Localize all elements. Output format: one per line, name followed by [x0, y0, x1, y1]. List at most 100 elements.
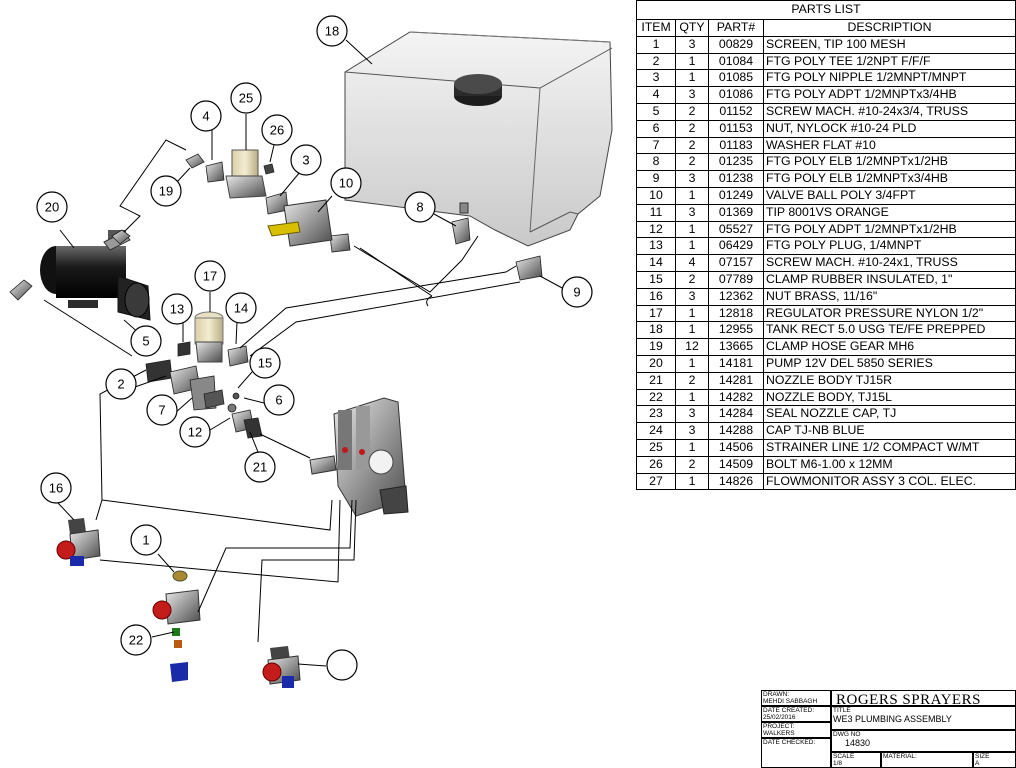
cell-description: FTG POLY ADPT 1/2MNPTx3/4HB [763, 86, 1016, 104]
cell-part-number: 06429 [708, 237, 764, 256]
scale-label: SCALE [833, 753, 855, 760]
cell-part-number: 01249 [708, 186, 764, 205]
parts-list-title: PARTS LIST [636, 0, 1016, 20]
cell-description: CAP TJ-NB BLUE [763, 422, 1016, 440]
callout-7: 6 [263, 384, 295, 416]
cell-part-number: 01183 [708, 136, 764, 155]
cell-item: 7 [636, 136, 676, 155]
dwg-no: 14830 [845, 738, 871, 748]
flowmonitor-manifold [309, 397, 409, 517]
cell-item: 19 [636, 338, 676, 356]
col-header-part: PART# [708, 19, 764, 37]
svg-text:10: 10 [339, 176, 353, 191]
cell-item: 1 [636, 35, 676, 54]
date-created: 25/02/2016 [763, 714, 796, 721]
cell-description: NOZZLE BODY, TJ15L [763, 388, 1016, 407]
cell-item: 20 [636, 354, 676, 373]
cell-item: 27 [636, 472, 676, 491]
cell-description: VALVE BALL POLY 3/4FPT [763, 186, 1016, 205]
cell-item: 2 [636, 52, 676, 71]
project-cell: PROJECT: WALKERS [761, 722, 831, 738]
company-name: ROGERS SPRAYERS INC. [831, 690, 1016, 706]
cell-part-number: 05527 [708, 220, 764, 239]
cell-description: TIP 8001VS ORANGE [763, 203, 1016, 222]
date-created-cell: DATE CREATED: 25/02/2016 [761, 706, 831, 722]
size-label: SIZE [975, 753, 990, 760]
cell-part-number: 01369 [708, 203, 764, 222]
cell-part-number: 14281 [708, 371, 764, 390]
title-block: DRAWN: MEHDI SABBAGH ROGERS SPRAYERS INC… [761, 690, 1016, 768]
callout-4: 4 [190, 100, 222, 132]
project-label: PROJECT: [763, 723, 795, 730]
cell-part-number: 14826 [708, 472, 764, 491]
callout-2: 7 [146, 394, 178, 426]
cell-part-number: 12955 [708, 321, 764, 340]
cell-description: CLAMP HOSE GEAR MH6 [763, 338, 1016, 356]
cell-qty: 1 [675, 186, 709, 205]
cell-description: FLOWMONITOR ASSY 3 COL. ELEC. [763, 472, 1016, 491]
cell-qty: 2 [675, 270, 709, 289]
svg-text:22: 22 [129, 633, 143, 648]
pump [40, 230, 151, 321]
cell-description: FTG POLY ELB 1/2MNPTx1/2HB [763, 153, 1016, 172]
svg-text:26: 26 [270, 123, 284, 138]
svg-text:7: 7 [158, 403, 165, 418]
cell-item: 21 [636, 371, 676, 390]
parts-list-header-row: ITEM QTY PART# DESCRIPTION [636, 19, 1016, 37]
cell-description: NUT BRASS, 11/16" [763, 287, 1016, 306]
cell-qty: 1 [675, 321, 709, 340]
nozzle-body-22 [262, 646, 301, 688]
callout-17: 17 [194, 260, 226, 292]
ball-valve [267, 199, 333, 247]
callout-21: 16 [40, 472, 72, 504]
scale-cell: SCALE 1/8 [831, 752, 881, 768]
callout-15: 2 [105, 368, 137, 400]
cell-part-number: 00829 [708, 35, 764, 54]
cell-part-number: 01235 [708, 153, 764, 172]
dwg-no-label: DWG NO [833, 731, 861, 738]
cell-qty: 1 [675, 69, 709, 88]
svg-text:13: 13 [170, 302, 184, 317]
cell-qty: 1 [675, 237, 709, 256]
cell-part-number: 07789 [708, 270, 764, 289]
callout-19: 19 [150, 175, 182, 207]
cell-description: SCREEN, TIP 100 MESH [763, 35, 1016, 54]
svg-text:4: 4 [202, 109, 209, 124]
cell-description: CLAMP RUBBER INSULATED, 1" [763, 270, 1016, 289]
svg-text:19: 19 [159, 184, 173, 199]
cell-description: FTG POLY NIPPLE 1/2MNPT/MNPT [763, 69, 1016, 88]
cell-item: 25 [636, 438, 676, 457]
cell-part-number: 01152 [708, 102, 764, 121]
cell-qty: 3 [675, 287, 709, 306]
cell-item: 23 [636, 405, 676, 424]
cell-part-number: 14284 [708, 405, 764, 424]
cell-item: 5 [636, 102, 676, 121]
cell-item: 26 [636, 455, 676, 474]
cell-item: 8 [636, 153, 676, 172]
callout-5: 15 [249, 347, 281, 379]
cell-qty: 2 [675, 371, 709, 390]
cell-part-number: 14282 [708, 388, 764, 407]
cell-item: 6 [636, 119, 676, 138]
cell-qty: 1 [675, 52, 709, 71]
callout-18: 18 [316, 15, 348, 47]
cell-part-number: 01086 [708, 86, 764, 104]
strainer [225, 149, 267, 199]
callout-12: 21 [244, 451, 276, 483]
drawing-title: WE3 PLUMBING ASSEMBLY [833, 714, 952, 724]
date-checked-label: DATE CHECKED: [763, 739, 816, 746]
project-name: WALKERS [763, 730, 795, 737]
callout-22 [326, 649, 358, 681]
cell-qty: 3 [675, 170, 709, 188]
cell-part-number: 14506 [708, 438, 764, 457]
date-checked-cell: DATE CHECKED: [761, 738, 831, 768]
